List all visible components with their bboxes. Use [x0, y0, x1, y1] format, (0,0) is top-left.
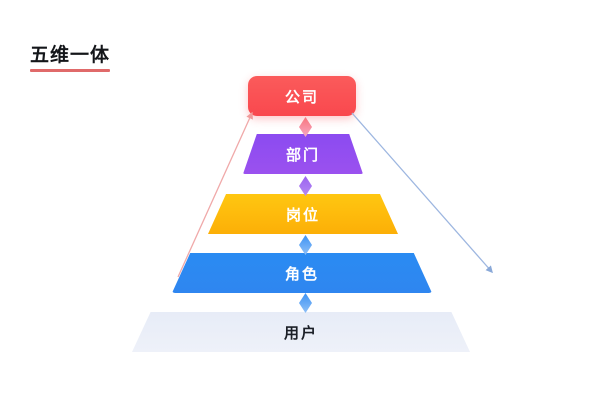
diamond-icon — [299, 117, 312, 137]
title-underline — [30, 69, 111, 72]
pyramid-level-role-label: 角色 — [284, 265, 319, 283]
pyramid-level-department[interactable]: 部门 — [243, 134, 363, 174]
right-descending-arrow — [351, 112, 493, 274]
pyramid-level-company-shape — [248, 76, 356, 116]
pyramid-level-role[interactable]: 角色 — [172, 253, 432, 293]
connector-arrow-department-to-company — [299, 117, 312, 137]
diamond-icon — [299, 235, 312, 255]
pyramid-level-department-label: 部门 — [285, 146, 320, 164]
pyramid-level-department-shape — [243, 134, 363, 174]
pyramid-level-position-label: 岗位 — [285, 206, 320, 224]
connector-arrow-position-to-department — [299, 176, 312, 196]
pyramid-level-user-shape — [132, 312, 470, 352]
connector-arrow-role-to-position — [299, 235, 312, 255]
pyramid-level-user[interactable]: 用户 — [132, 312, 470, 352]
pyramid-level-position[interactable]: 岗位 — [208, 194, 398, 234]
diamond-icon — [299, 176, 312, 196]
page-title-block: 五维一体 — [30, 44, 111, 72]
page-title: 五维一体 — [30, 45, 111, 66]
pyramid-level-user-label: 用户 — [283, 324, 318, 342]
pyramid-level-company[interactable]: 公司 — [248, 76, 356, 116]
connector-arrow-user-to-role — [299, 293, 312, 313]
pyramid-level-company-label: 公司 — [284, 88, 319, 106]
diamond-icon — [299, 293, 312, 313]
